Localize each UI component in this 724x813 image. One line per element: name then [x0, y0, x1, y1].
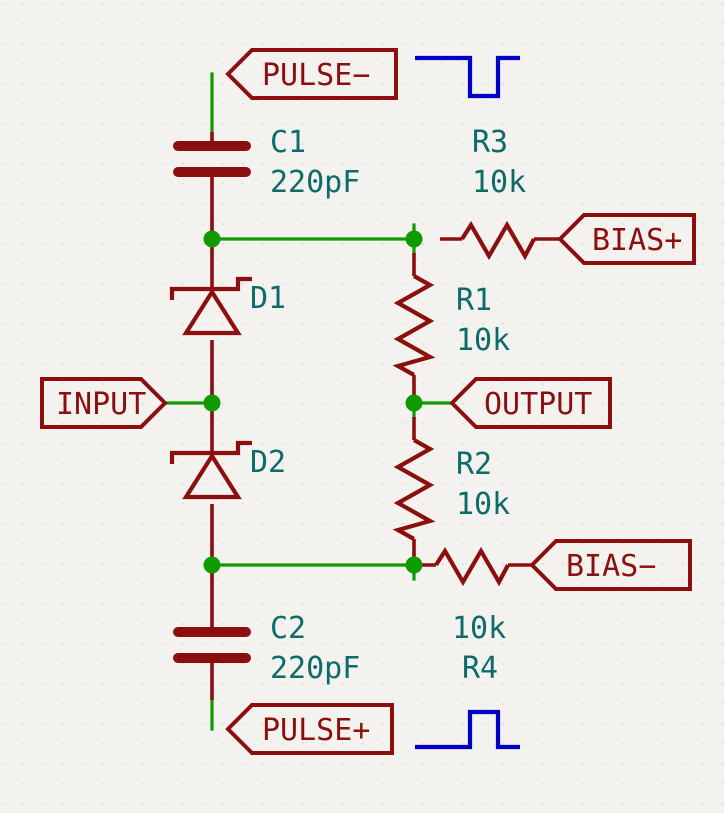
R4-value: 10k [452, 611, 506, 646]
pulse-minus-text: PULSE− [262, 58, 370, 93]
D1-reference: D1 [250, 281, 286, 316]
net-label-bias-plus[interactable]: BIAS+ [557, 213, 696, 265]
bias-plus-text: BIAS+ [592, 223, 682, 258]
pulse-minus-outline [225, 48, 398, 100]
junction-mid-left [203, 394, 221, 412]
input-outline [40, 377, 168, 429]
net-label-pulse-minus[interactable]: PULSE− [225, 48, 398, 100]
D1-triangle [182, 288, 242, 336]
output-text: OUTPUT [484, 387, 592, 422]
D2-triangle [182, 452, 242, 500]
bias-minus-outline [529, 539, 692, 591]
component-C2[interactable] [173, 627, 251, 663]
R1-value: 10k [456, 323, 510, 358]
net-label-output[interactable]: OUTPUT [449, 377, 612, 429]
C1-value: 220pF [270, 165, 360, 200]
negative-pulse-icon [415, 55, 520, 99]
waveform-pulse-minus [415, 55, 520, 99]
R2-zigzag [392, 438, 436, 541]
junction-bottom-right [405, 556, 423, 574]
bias-plus-outline [557, 213, 696, 265]
net-label-pulse-plus[interactable]: PULSE+ [225, 703, 394, 755]
C2-reference: C2 [270, 611, 306, 646]
R1-zigzag [392, 274, 436, 377]
D1-cathode-zener-bar [169, 276, 252, 300]
R4-reference: R4 [462, 651, 498, 686]
component-D1[interactable] [169, 276, 252, 336]
net-label-bias-minus[interactable]: BIAS− [529, 539, 692, 591]
C2-value: 220pF [270, 651, 360, 686]
R2-reference: R2 [456, 447, 492, 482]
junction-dots [203, 230, 423, 574]
output-outline [449, 377, 612, 429]
component-R3[interactable] [440, 220, 560, 261]
C1-reference: C1 [270, 125, 306, 160]
junction-bottom-left [203, 556, 221, 574]
waveform-pulse-plus [415, 709, 520, 750]
pulse-plus-outline [225, 703, 394, 755]
D2-cathode-zener-bar [169, 440, 252, 464]
R4-zigzag [434, 546, 510, 587]
pulse-plus-text: PULSE+ [262, 713, 370, 748]
junction-top-left [203, 230, 221, 248]
positive-pulse-icon [415, 709, 520, 750]
component-D2[interactable] [169, 440, 252, 500]
junction-top-right [405, 230, 423, 248]
R3-zigzag [460, 220, 536, 261]
R3-reference: R3 [472, 125, 508, 160]
R1-reference: R1 [456, 283, 492, 318]
R3-value: 10k [472, 165, 526, 200]
input-text: INPUT [56, 387, 146, 422]
R2-value: 10k [456, 487, 510, 522]
bias-minus-text: BIAS− [566, 549, 656, 584]
D2-reference: D2 [250, 445, 286, 480]
junction-mid-right [405, 394, 423, 412]
component-C1[interactable] [173, 141, 251, 177]
net-label-input[interactable]: INPUT [40, 377, 168, 429]
